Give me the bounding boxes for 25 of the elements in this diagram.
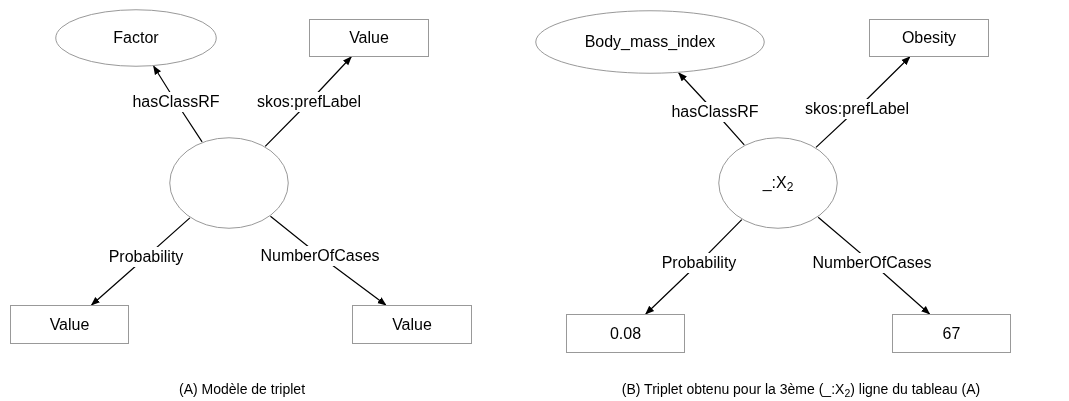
node-label: Value [349,28,389,48]
ellipse-node [535,10,765,74]
ellipse-node [169,137,289,229]
caption: (B) Triplet obtenu pour la 3ème (_:X$_{2}$) ligne du tableau (A) [621,379,981,400]
edge-label: hasClassRF [669,102,761,122]
value-box [892,314,1011,353]
node-label: 67 [942,323,961,344]
ellipse-node [55,9,217,67]
node-label: Value [392,314,432,335]
node-label: _:X$_{2}$ [762,173,794,195]
node-label: Body_mass_index [584,32,716,52]
value-box [566,314,685,353]
node-label: Factor [113,28,159,48]
node-label: 0.08 [609,323,642,344]
node-label: Obesity [901,28,957,48]
value-box [309,19,429,57]
node-label: Value [49,314,90,335]
edge-label: hasClassRF [130,92,222,112]
value-box [869,19,989,57]
value-box [352,305,472,344]
edge-label: NumberOfCases [810,253,934,273]
value-box [10,305,129,344]
edge-label: NumberOfCases [258,246,382,266]
caption: (A) Modèle de triplet [178,379,306,399]
ellipse-node [718,137,838,229]
